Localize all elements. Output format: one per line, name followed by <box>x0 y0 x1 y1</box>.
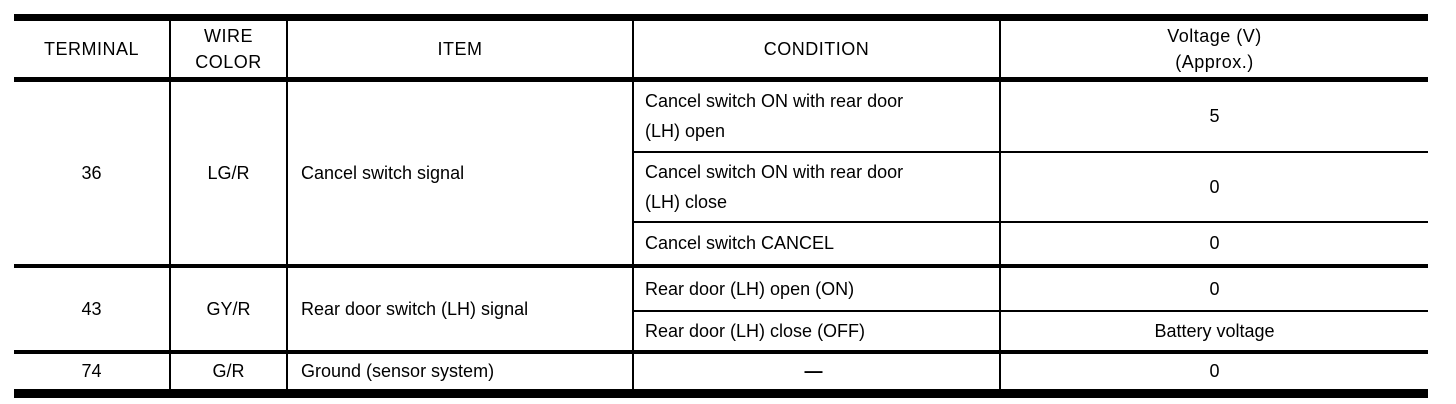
condition-line: (LH) open <box>645 121 726 142</box>
condition-cell: Cancel switch ON with rear door (LH) clo… <box>632 150 1000 222</box>
condition-line: Cancel switch ON with rear door <box>645 161 904 182</box>
condition-line: Cancel switch CANCEL <box>645 233 835 253</box>
column-header-condition: CONDITION <box>632 17 1000 82</box>
header-label: WIRE <box>204 26 253 46</box>
voltage-cell: 0 <box>999 220 1428 266</box>
terminal-cell: 36 <box>14 78 170 266</box>
header-label: CONDITION <box>763 39 870 59</box>
table-row: 43 GY/R Rear door switch (LH) signal Rea… <box>14 263 1428 352</box>
voltage-cell: 5 <box>999 78 1428 152</box>
condition-line: Cancel switch ON with rear door <box>645 91 904 112</box>
header-label: COLOR <box>195 52 262 72</box>
item-cell: Cancel switch signal <box>286 78 633 266</box>
column-header-voltage: Voltage (V) (Approx.) <box>999 17 1428 82</box>
terminal-cell: 74 <box>14 349 170 394</box>
voltage-cell: 0 <box>999 150 1428 222</box>
header-label: (Approx.) <box>1175 52 1254 72</box>
condition-line: Rear door (LH) close (OFF) <box>645 320 866 341</box>
terminal-cell: 43 <box>14 263 170 352</box>
column-header-item: ITEM <box>286 17 633 82</box>
table-row: Cancel switch CANCEL 0 <box>14 220 1428 266</box>
wire-color-cell: GY/R <box>169 263 287 352</box>
terminal-voltage-table: TERMINAL WIRE COLOR ITEM CONDITION Volta… <box>14 14 1428 398</box>
condition-cell: Rear door (LH) open (ON) <box>632 263 1000 311</box>
condition-cell: Cancel switch CANCEL <box>632 220 1000 266</box>
table-row: 36 LG/R Cancel switch signal Cancel swit… <box>14 78 1428 266</box>
item-cell: Rear door switch (LH) signal <box>286 263 633 352</box>
table-row: Cancel switch ON with rear door (LH) clo… <box>14 150 1428 222</box>
condition-cell: — <box>632 349 1000 394</box>
header-row: TERMINAL WIRE COLOR ITEM CONDITION Volta… <box>14 17 1428 82</box>
wire-color-cell: LG/R <box>169 78 287 266</box>
header-label: ITEM <box>437 39 483 59</box>
condition-cell: Rear door (LH) close (OFF) <box>632 309 1000 352</box>
table-row: 74 G/R Ground (sensor system) — 0 <box>14 349 1428 394</box>
voltage-cell: Battery voltage <box>999 309 1428 352</box>
condition-dash: — <box>804 361 823 382</box>
table-row: Rear door (LH) close (OFF) Battery volta… <box>14 309 1428 352</box>
condition-line: Rear door (LH) open (ON) <box>645 278 855 299</box>
column-header-terminal: TERMINAL <box>14 17 170 82</box>
condition-line: (LH) close <box>645 191 728 212</box>
wire-color-cell: G/R <box>169 349 287 394</box>
item-cell: Ground (sensor system) <box>286 349 633 394</box>
header-label: TERMINAL <box>43 39 139 59</box>
header-label: Voltage (V) <box>1167 26 1262 46</box>
voltage-cell: 0 <box>999 349 1428 394</box>
column-header-wire-color: WIRE COLOR <box>169 17 287 82</box>
condition-cell: Cancel switch ON with rear door (LH) ope… <box>632 78 1000 152</box>
voltage-cell: 0 <box>999 263 1428 311</box>
